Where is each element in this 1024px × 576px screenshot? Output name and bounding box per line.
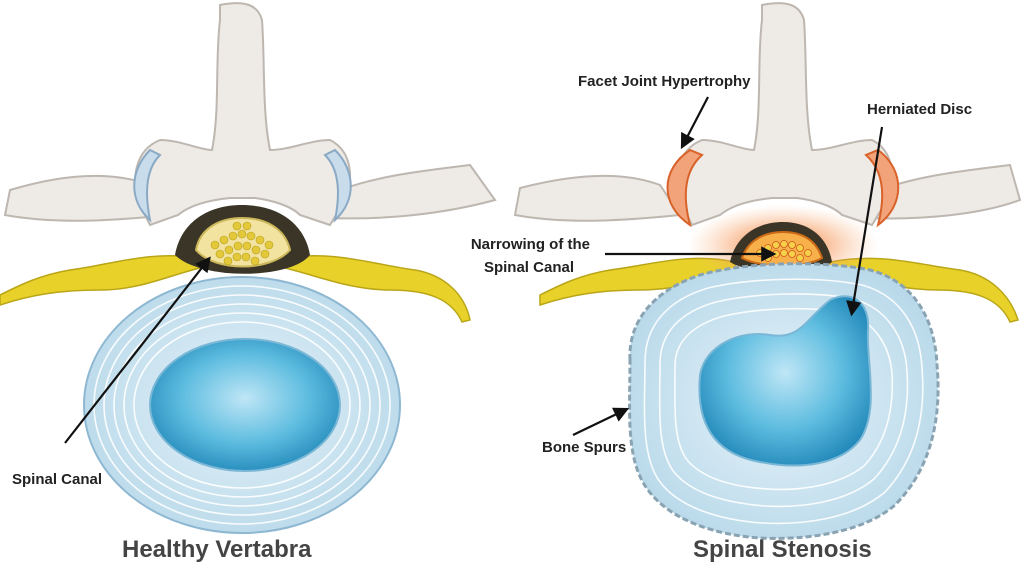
caption-stenosis: Spinal Stenosis: [693, 536, 872, 563]
facet-joint-right: [323, 148, 352, 223]
transverse-process-left-s: [513, 174, 682, 222]
arrow-bone-spurs: [572, 407, 630, 436]
disc-rings-s: [643, 278, 924, 525]
nerve-left: [0, 255, 201, 306]
facet-hypertrophy-right: [864, 148, 900, 228]
stenosis-vertebra: [513, 2, 1022, 540]
label-narrowing-1: Narrowing of the: [470, 236, 590, 253]
arrow-facet-joint: [680, 96, 709, 150]
label-narrowing-2: Spinal Canal: [483, 259, 574, 276]
spinous-process: [134, 2, 351, 227]
arrow-spinal-canal: [64, 256, 211, 444]
healthy-vertebra: [0, 2, 497, 534]
spinous-process-s: [676, 2, 893, 227]
nerve-fibers: [210, 221, 274, 266]
caption-healthy: Healthy Vertabra: [122, 536, 312, 563]
disc-rings: [93, 285, 391, 525]
label-herniated-disc: Herniated Disc: [867, 101, 973, 118]
annotation-arrows: [64, 96, 884, 444]
label-bone-spurs: Bone Spurs: [542, 439, 627, 456]
herniated-nucleus: [698, 295, 872, 467]
facet-hypertrophy-left: [666, 148, 704, 228]
label-facet-joint: Facet Joint Hypertrophy: [578, 73, 751, 90]
nucleus-pulposus: [149, 338, 341, 472]
label-spinal-canal: Spinal Canal: [12, 471, 103, 488]
arrow-herniated-disc: [846, 126, 884, 317]
transverse-process-right: [328, 163, 497, 220]
nerve-right: [284, 255, 471, 323]
facet-joint-left: [133, 148, 162, 223]
